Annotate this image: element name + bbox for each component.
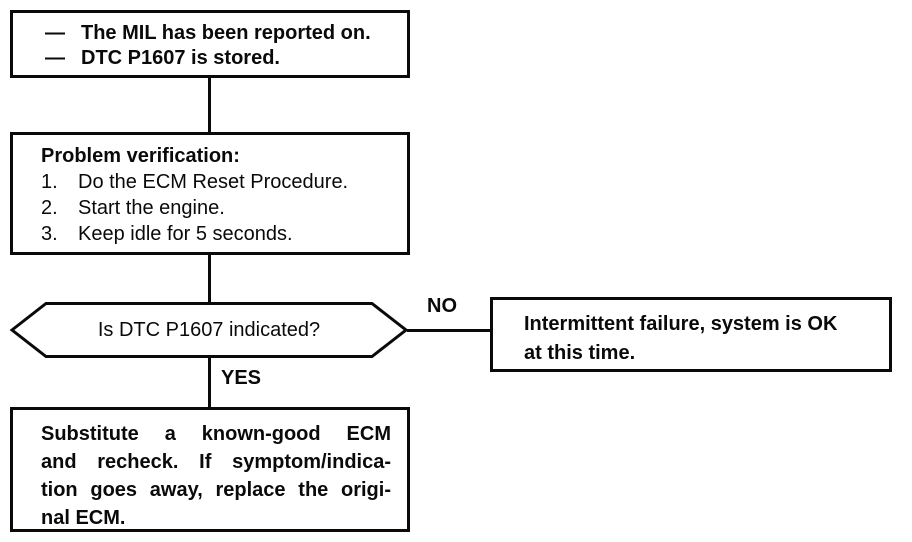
connector-symptom-to-verify: [208, 78, 211, 132]
decision-hexagon-shape: [10, 302, 408, 358]
yes-result-text: Substitute a known-good ECM: [41, 423, 391, 445]
yes-result-box: Substitute a known-good ECM and recheck.…: [10, 407, 410, 532]
dash-bullet: —: [45, 22, 65, 44]
step-text: Start the engine.: [78, 197, 225, 219]
yes-result-text: nal ECM.: [41, 507, 126, 529]
yes-result-text: and recheck. If symptom/indica-: [41, 451, 391, 473]
step-number: 2.: [41, 197, 58, 219]
symptom-box: — The MIL has been reported on. — DTC P1…: [10, 10, 410, 78]
hexagon-outline-icon: [10, 302, 408, 358]
verification-heading: Problem verification:: [41, 145, 240, 167]
verification-box: Problem verification: 1. Do the ECM Rese…: [10, 132, 410, 255]
decision-question: Is DTC P1607 indicated?: [97, 318, 321, 341]
connector-verify-to-decision: [208, 255, 211, 303]
verification-step: 3. Keep idle for 5 seconds.: [41, 221, 401, 247]
symptom-item: — The MIL has been reported on.: [45, 21, 401, 46]
step-text: Do the ECM Reset Procedure.: [78, 171, 349, 193]
no-result-box: Intermittent failure, system is OK at th…: [490, 297, 892, 372]
yes-result-text: tion goes away, replace the origi-: [41, 479, 391, 501]
dash-bullet: —: [45, 47, 65, 69]
no-branch-label: NO: [427, 295, 457, 317]
symptom-text: The MIL has been reported on.: [81, 22, 371, 44]
no-result-text: Intermittent failure, system is OK: [524, 313, 838, 335]
verification-step: 2. Start the engine.: [41, 195, 401, 221]
symptom-item: — DTC P1607 is stored.: [45, 46, 401, 71]
verification-step: 1. Do the ECM Reset Procedure.: [41, 169, 401, 195]
connector-decision-to-no-result: [407, 329, 490, 332]
step-text: Keep idle for 5 seconds.: [78, 223, 293, 245]
yes-branch-label: YES: [221, 367, 262, 389]
step-number: 3.: [41, 223, 58, 245]
connector-decision-to-yes-result: [208, 357, 211, 407]
step-number: 1.: [41, 171, 58, 193]
symptom-text: DTC P1607 is stored.: [81, 47, 280, 69]
no-result-text: at this time.: [524, 342, 636, 364]
